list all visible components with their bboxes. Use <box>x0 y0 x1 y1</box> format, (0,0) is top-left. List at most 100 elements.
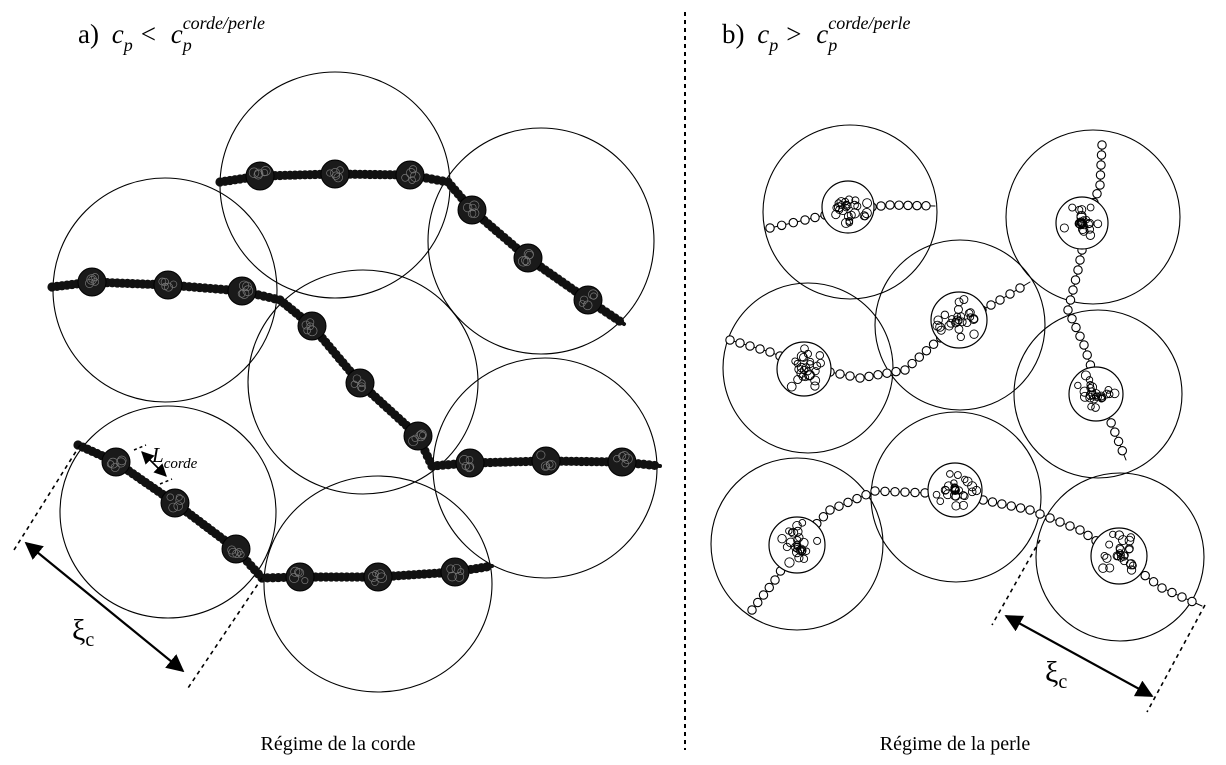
pearl-texture <box>582 300 593 311</box>
globule-monomer <box>1105 390 1114 399</box>
monomer-bead <box>910 487 920 498</box>
monomer-bead <box>1187 596 1197 607</box>
globule-monomer <box>1085 376 1094 384</box>
pearl-texture <box>446 564 456 574</box>
monomer-bead <box>864 371 874 382</box>
pearl <box>1055 196 1109 250</box>
globule-monomer <box>800 344 809 353</box>
pearl-texture <box>289 573 300 583</box>
monomer-bead <box>1006 501 1016 511</box>
pearl-texture <box>405 168 417 179</box>
globule-monomer <box>944 481 954 491</box>
monomer-bead <box>834 501 844 511</box>
globule-monomer <box>1097 394 1106 403</box>
monomer-bead <box>1015 283 1025 293</box>
pearl-texture <box>461 461 470 471</box>
panel-a-mesh-label: ξc <box>72 614 94 651</box>
monomer-bead <box>765 347 775 357</box>
pearl-texture <box>350 380 358 388</box>
panel-b-title: b) cp> cpcorde/perle <box>722 13 911 55</box>
globule-monomer <box>850 200 859 210</box>
globule-monomer <box>966 308 975 317</box>
globule-monomer <box>784 557 795 568</box>
panel-b-mesh-arrow <box>1004 615 1154 697</box>
globule-monomer <box>1109 388 1120 399</box>
globule-monomer <box>936 325 946 335</box>
pearl-texture <box>237 550 245 559</box>
monomer-bead <box>1106 418 1116 428</box>
pearl-texture <box>408 435 419 447</box>
blob-circle <box>762 124 938 300</box>
monomer-bead <box>907 358 917 369</box>
pearl-texture <box>536 450 546 460</box>
globule-monomer <box>932 490 941 499</box>
globule-monomer <box>1085 230 1096 240</box>
globule-monomer <box>1059 223 1069 233</box>
pearl-texture <box>463 202 473 213</box>
pearl-texture <box>622 453 633 464</box>
globule-monomer <box>798 537 809 548</box>
pearl <box>227 276 257 306</box>
monomer-bead <box>987 497 998 507</box>
pearl-texture <box>465 462 475 472</box>
monomer-bead <box>1005 289 1015 299</box>
globule-monomer <box>835 205 844 214</box>
pearl-texture <box>578 300 586 307</box>
pearl-texture <box>91 278 100 286</box>
pearl-texture <box>85 278 94 288</box>
pearl-texture <box>371 578 379 586</box>
monomer-bead <box>818 512 829 522</box>
monomer-bead <box>1065 295 1076 305</box>
globule-monomer <box>959 295 969 305</box>
monomer-bead <box>725 335 735 345</box>
globule-monomer <box>1124 544 1134 554</box>
globule-monomer <box>802 547 811 555</box>
monomer-bead <box>870 486 880 496</box>
pearl-texture <box>303 326 312 335</box>
globule-monomer <box>1115 543 1124 553</box>
globule-monomer <box>964 308 974 318</box>
pearl-texture <box>254 168 264 178</box>
pearl-texture <box>618 452 627 461</box>
pearl-texture <box>169 280 178 289</box>
globule-monomer <box>936 497 945 506</box>
globule-monomer <box>957 317 967 327</box>
pearl-texture <box>356 382 367 392</box>
pearl-texture <box>158 277 167 286</box>
globule-monomer <box>954 316 963 325</box>
globule-monomer <box>1102 553 1112 563</box>
monomer-bead <box>921 201 931 211</box>
globule-monomer <box>1077 219 1087 229</box>
monomer-bead <box>914 352 925 362</box>
globule-monomer <box>954 486 964 495</box>
globule-monomer <box>793 359 802 368</box>
monomer-bead <box>855 373 865 383</box>
pearl <box>1068 366 1124 422</box>
pearl-texture <box>542 463 550 471</box>
globule-monomer <box>1086 381 1095 389</box>
pearl-texture <box>115 457 126 468</box>
string-length-arrow <box>141 451 167 477</box>
monomer-bead <box>1083 530 1093 541</box>
globule-monomer <box>1085 225 1095 234</box>
globule-monomer <box>1105 540 1114 549</box>
globule-monomer <box>833 202 844 213</box>
monomer-bead <box>1096 150 1107 160</box>
monomer-bead <box>482 562 492 572</box>
pearl-texture <box>540 461 551 471</box>
panel-b-pearls <box>768 180 1148 585</box>
monomer-bead <box>1157 583 1167 593</box>
monomer-bead <box>835 369 845 379</box>
monomer-bead <box>1075 255 1085 265</box>
pearl <box>821 180 875 234</box>
monomer-bead <box>735 338 745 348</box>
pearl <box>440 557 470 587</box>
monomer-bead <box>882 368 892 378</box>
pearl-texture <box>232 549 241 558</box>
pearl-texture <box>409 165 418 174</box>
pearl <box>776 341 832 397</box>
monomer-bead <box>1075 525 1085 535</box>
monomer-bead <box>921 345 932 356</box>
panel-a-caption: Régime de la corde <box>261 733 416 755</box>
